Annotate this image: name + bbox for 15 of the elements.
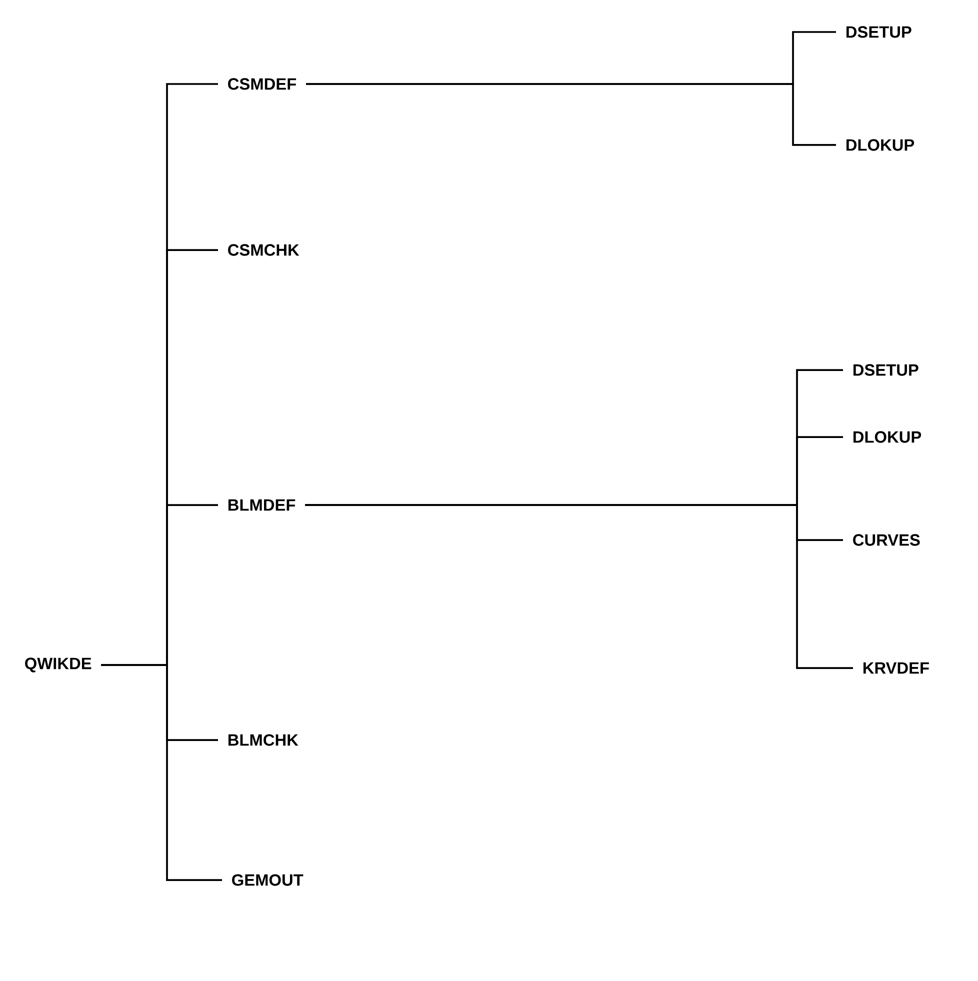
module-label: KRVDEF [863, 662, 929, 674]
module-label: CSMDEF [228, 78, 296, 90]
module-label: BLMDEF [228, 499, 296, 511]
module-label: DLOKUP [846, 139, 914, 151]
connector-line [101, 664, 222, 881]
module-label: BLMCHK [228, 734, 298, 746]
module-label: DSETUP [846, 26, 912, 38]
module-label: DSETUP [853, 364, 918, 376]
module-label: QWIKDE [25, 658, 92, 672]
module-label: CURVES [853, 534, 920, 546]
module-label: GEMOUT [232, 874, 304, 886]
module-label: CSMCHK [228, 244, 300, 256]
connector-line [306, 83, 836, 146]
connector-line [305, 504, 853, 669]
module-label: DLOKUP [853, 431, 922, 443]
